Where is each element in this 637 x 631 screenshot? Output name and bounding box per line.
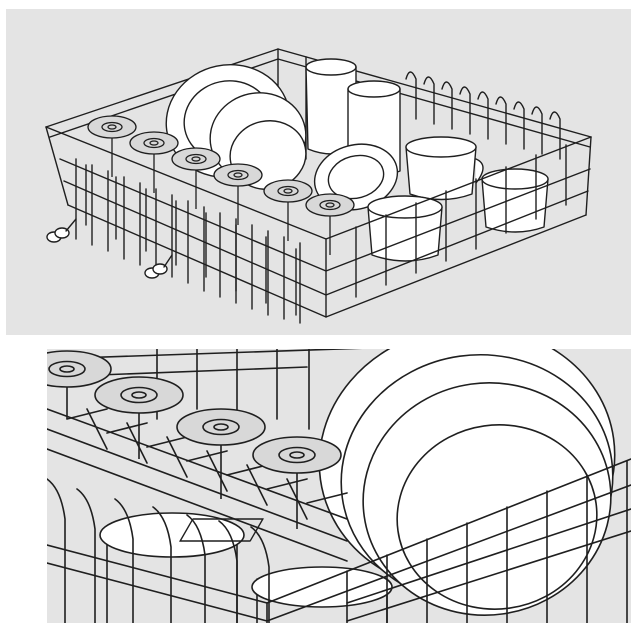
rack-detail-illustration xyxy=(47,349,631,623)
rack-detail-panel xyxy=(47,349,631,623)
rack-overview-panel xyxy=(6,9,631,335)
rack-front-wall xyxy=(45,126,592,318)
detail-back-rails xyxy=(47,349,363,430)
rack-tines-back xyxy=(405,71,561,160)
detail-fold-tines-discs xyxy=(47,350,342,529)
rack-overview-illustration xyxy=(6,9,631,335)
fold-tines-discs xyxy=(87,115,355,255)
glasses xyxy=(305,58,401,177)
detail-glasses xyxy=(99,512,393,623)
rack-wheels xyxy=(46,218,173,279)
rack-tines-front xyxy=(75,158,301,324)
detail-tines-front xyxy=(47,478,270,623)
saucers xyxy=(313,143,399,211)
detail-front-rails xyxy=(47,458,631,623)
